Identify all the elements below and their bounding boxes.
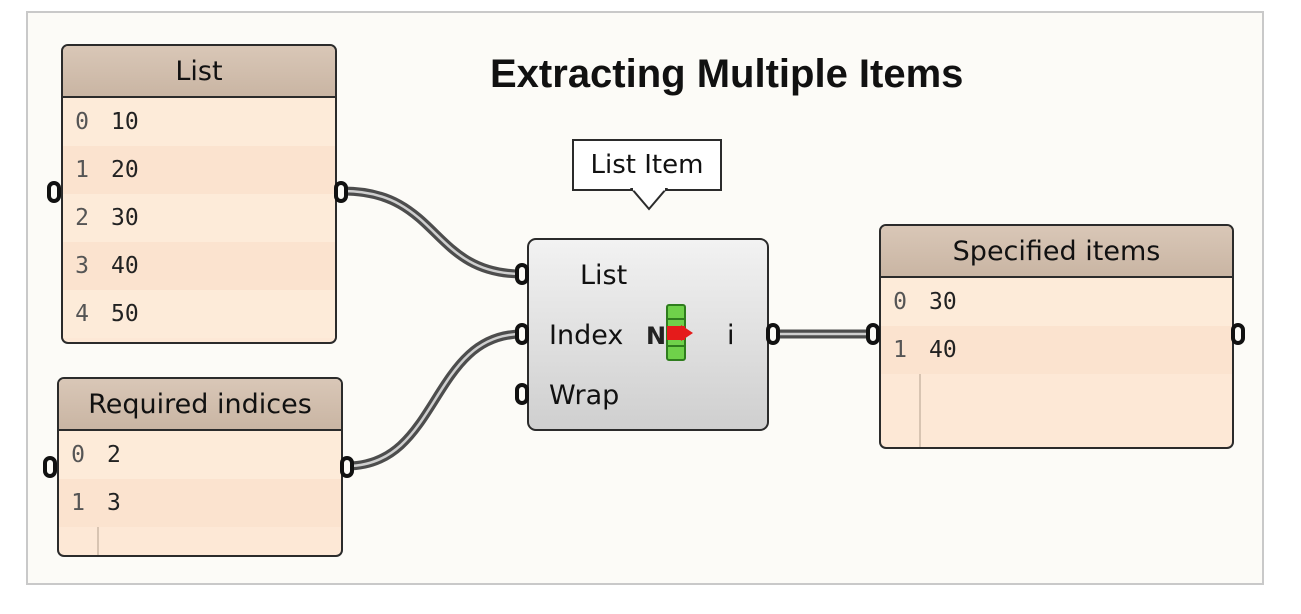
page-title: Extracting Multiple Items xyxy=(490,52,964,96)
list-panel-input-grip[interactable] xyxy=(47,181,61,203)
specified-items-output-grip[interactable] xyxy=(1231,323,1245,345)
wrap-input-grip[interactable] xyxy=(515,383,529,405)
item-value: 40 xyxy=(929,337,957,363)
i-output-grip[interactable] xyxy=(766,323,780,345)
item-value: 30 xyxy=(111,205,139,231)
svg-text:N: N xyxy=(646,322,666,350)
input-port-wrap[interactable]: Wrap xyxy=(549,380,620,411)
item-value: 30 xyxy=(929,289,957,315)
specified-items-input-grip[interactable] xyxy=(866,323,880,345)
item-index: 1 xyxy=(71,490,85,516)
list-panel[interactable]: List 0 10 1 20 2 30 3 40 4 50 xyxy=(61,44,337,344)
list-item: 2 30 xyxy=(63,194,335,242)
input-port-list[interactable]: List xyxy=(580,260,628,291)
item-index: 2 xyxy=(75,205,89,231)
list-panel-body: 0 10 1 20 2 30 3 40 4 50 xyxy=(63,98,335,338)
list-item: 0 30 xyxy=(881,278,1232,326)
specified-items-panel[interactable]: Specified items 0 30 1 40 xyxy=(879,224,1234,449)
item-index: 0 xyxy=(71,442,85,468)
item-index: 0 xyxy=(75,109,89,135)
index-input-grip[interactable] xyxy=(515,323,529,345)
item-value: 40 xyxy=(111,253,139,279)
item-index: 3 xyxy=(75,253,89,279)
specified-items-panel-body: 0 30 1 40 xyxy=(881,278,1232,447)
item-value: 50 xyxy=(111,301,139,327)
list-panel-header: List xyxy=(63,46,335,98)
list-item: 3 40 xyxy=(63,242,335,290)
item-index: 1 xyxy=(893,337,907,363)
list-item: 1 40 xyxy=(881,326,1232,374)
item-index: 0 xyxy=(893,289,907,315)
item-index: 1 xyxy=(75,157,89,183)
list-item: 1 20 xyxy=(63,146,335,194)
item-value: 10 xyxy=(111,109,139,135)
list-panel-output-grip[interactable] xyxy=(334,181,348,203)
tooltip-tail xyxy=(630,188,668,211)
required-indices-output-grip[interactable] xyxy=(340,456,354,478)
list-item: 0 10 xyxy=(63,98,335,146)
item-value: 20 xyxy=(111,157,139,183)
specified-items-panel-header: Specified items xyxy=(881,226,1232,278)
list-item-icon: N xyxy=(646,304,693,361)
item-index: 4 xyxy=(75,301,89,327)
item-value: 3 xyxy=(107,490,121,516)
output-port-i[interactable]: i xyxy=(727,320,735,351)
list-input-grip[interactable] xyxy=(515,263,529,285)
required-indices-panel-header: Required indices xyxy=(59,379,341,431)
list-item: 4 50 xyxy=(63,290,335,338)
component-tooltip: List Item xyxy=(572,139,722,191)
list-item-component[interactable]: List Index Wrap i N xyxy=(527,238,769,431)
item-value: 2 xyxy=(107,442,121,468)
input-port-index[interactable]: Index xyxy=(549,320,624,351)
required-indices-input-grip[interactable] xyxy=(43,456,57,478)
